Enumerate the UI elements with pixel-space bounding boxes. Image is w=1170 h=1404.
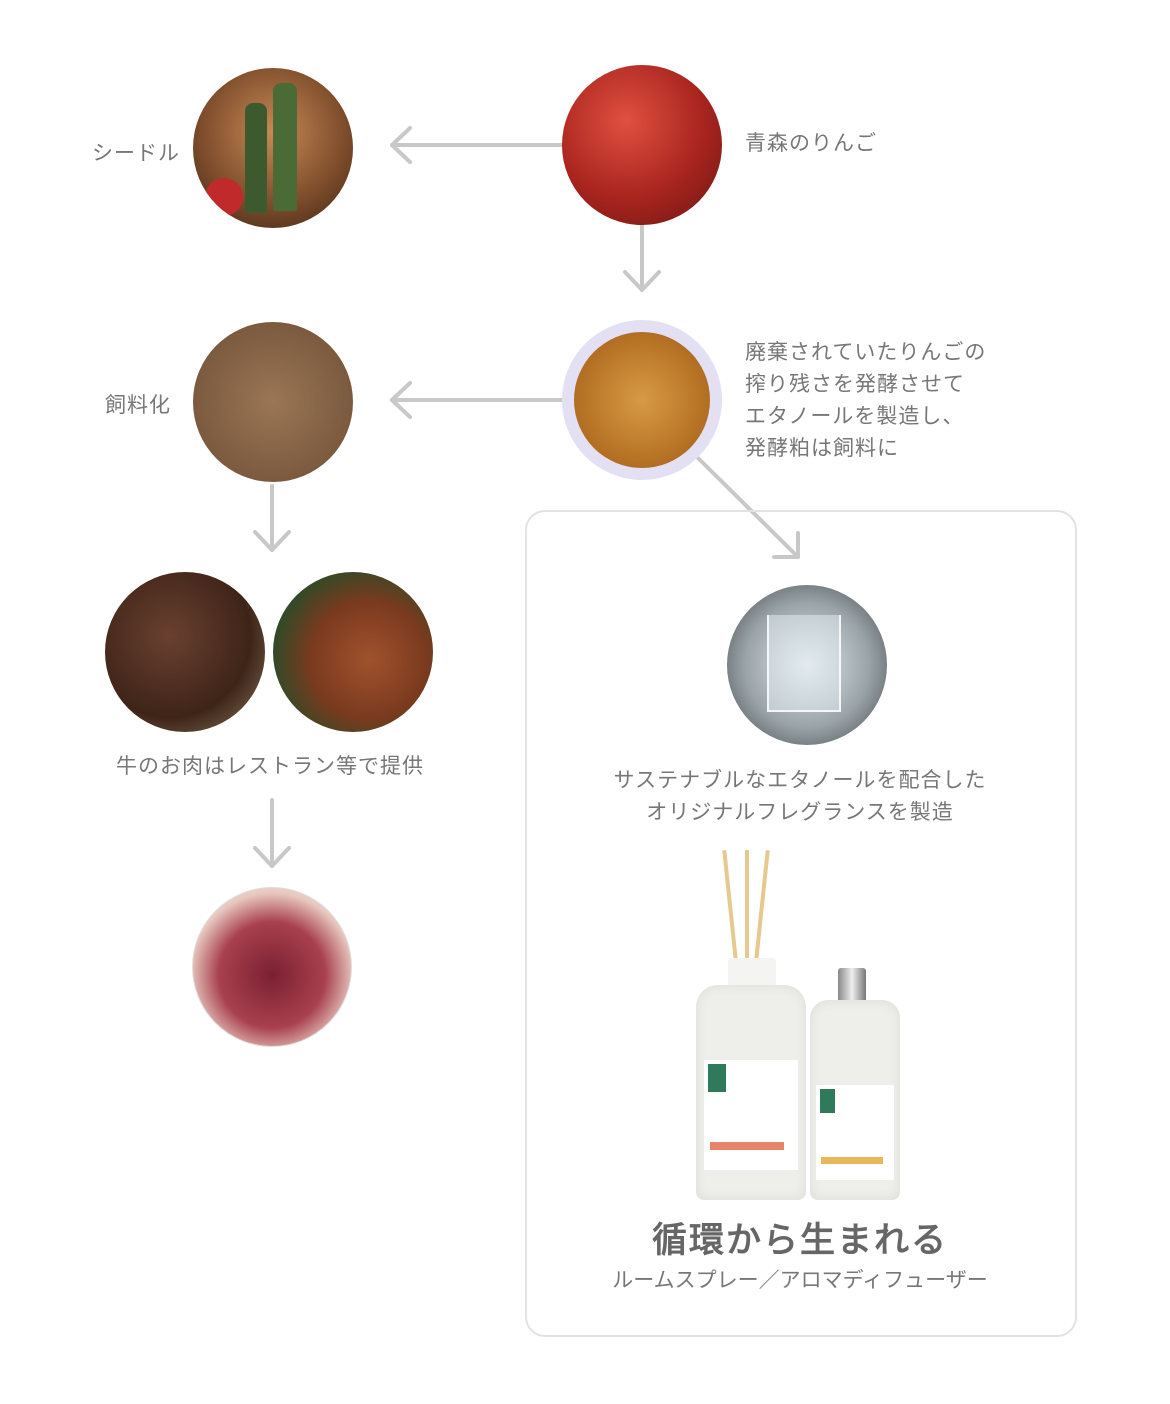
label-cider: シードル [92,141,180,165]
fragrance-product-box [525,510,1077,1337]
meat-image [192,887,352,1047]
arrow-livestock-to-meat [253,798,291,868]
reed-stick [722,850,738,960]
label-meat: 牛のお肉はレストラン等で提供 [116,754,424,778]
description-line: 廃棄されていたりんごの [745,340,987,364]
arrow-pomace-to-feed [390,381,564,419]
spray-bottle [810,1000,900,1200]
brand-mark [820,1089,835,1113]
diffuser-cap [728,958,776,988]
arrow-apples-to-pomace [623,224,661,292]
apples-image [562,65,722,225]
label-feed: 飼料化 [105,393,171,417]
product-subtitle: ルームスプレー／アロマディフューザー [612,1268,988,1292]
description-line: 発酵粕は飼料に [745,436,899,460]
cider-bottle [245,103,267,213]
spray-label [816,1085,894,1180]
reed-stick [745,850,749,960]
cow-image [105,572,265,732]
brand-mark [708,1064,726,1092]
product-title: 循環から生まれる [651,1221,948,1261]
feed-image [193,322,353,482]
beaker-shape [767,615,841,712]
apple-shape [205,178,243,216]
chicken-image [273,572,433,732]
diffuser-label [704,1060,798,1170]
reed-stick [754,850,770,960]
pomace-image [562,320,722,480]
arrow-apples-to-cider [390,126,564,164]
pomace-dish [574,332,710,468]
arrow-pomace-to-ethanol [695,455,800,559]
description-line: 搾り残さを発酵させて [745,372,965,396]
ethanol-beaker-image [727,585,887,745]
fragrance-description: サステナブルなエタノールを配合した オリジナルフレグランスを製造 [527,764,1073,828]
label-stripe [710,1142,784,1150]
diffuser-bottle [696,985,806,1200]
spray-nozzle [838,968,866,1003]
label-apples: 青森のりんご [745,131,877,155]
description-line: サステナブルなエタノールを配合した [613,768,987,792]
pomace-description: 廃棄されていたりんごの 搾り残さを発酵させて エタノールを製造し、 発酵粕は飼料… [745,336,986,464]
cider-bottle [273,83,297,211]
description-line: エタノールを製造し、 [745,404,965,428]
arrow-feed-to-livestock [253,484,291,552]
label-stripe [821,1157,883,1164]
description-line: オリジナルフレグランスを製造 [646,800,954,824]
products-image [690,850,910,1205]
cider-image [193,68,353,228]
